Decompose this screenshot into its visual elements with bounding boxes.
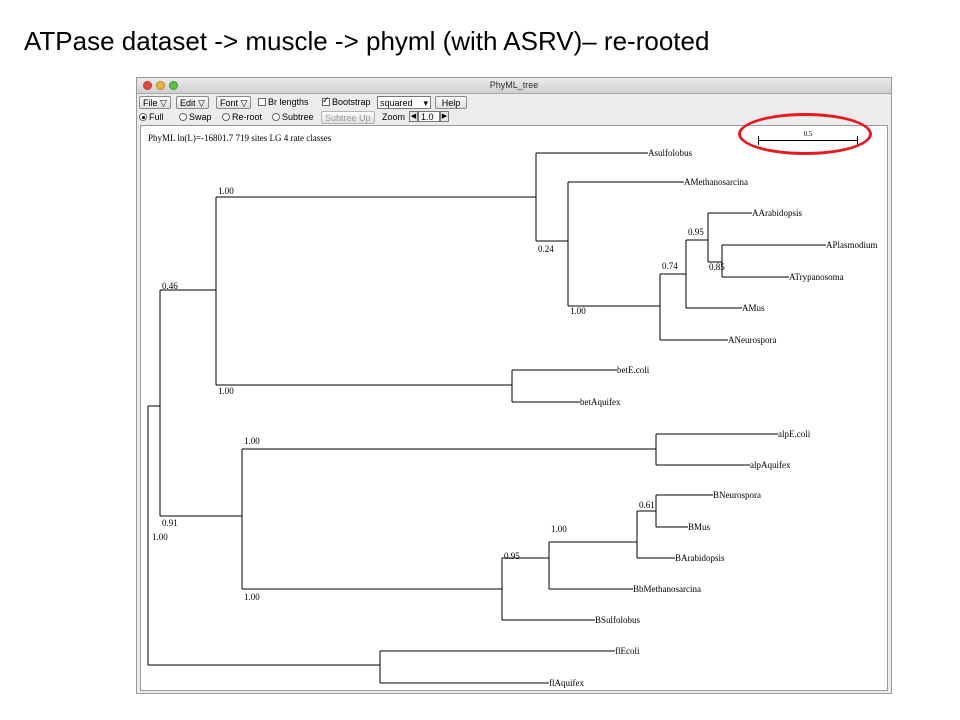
- bootstrap-label: 1.00: [570, 306, 586, 316]
- leaf-label: AArabidopsis: [752, 208, 802, 218]
- leaf-label: betE.coli: [617, 365, 650, 375]
- tree-style-select[interactable]: squared ▾: [377, 96, 431, 109]
- zoom-out-icon[interactable]: ◀: [409, 111, 418, 122]
- zoom-label: Zoom: [382, 112, 406, 122]
- radio-icon[interactable]: [179, 113, 187, 121]
- leaf-label: BMus: [688, 522, 711, 532]
- leaf-label: AMethanosarcina: [684, 177, 748, 187]
- minimize-icon[interactable]: [156, 81, 165, 90]
- radio-icon[interactable]: [222, 113, 230, 121]
- bootstrap-label: 1.00: [551, 524, 567, 534]
- bootstrap-label: 1.00: [218, 186, 234, 196]
- bootstrap-label: 1.00: [244, 592, 260, 602]
- leaf-label: ANeurospora: [728, 335, 777, 345]
- window-titlebar[interactable]: PhyML_tree: [137, 78, 891, 94]
- phyml-window: PhyML_tree File ▽ Edit ▽ Font ▽ Br lengt…: [136, 77, 892, 694]
- br-lengths-toggle[interactable]: Br lengths: [258, 96, 309, 109]
- leaf-label: BArabidopsis: [675, 553, 725, 563]
- bootstrap-label: 0.74: [662, 261, 678, 271]
- mode-reroot-label: Re-root: [232, 112, 263, 122]
- leaf-label: ATrypanosoma: [789, 272, 844, 282]
- zoom-input[interactable]: 1.0: [418, 111, 440, 122]
- bootstrap-label: 0.91: [162, 518, 178, 528]
- leaf-label: BNeurospora: [713, 490, 761, 500]
- leaf-label: flAquifex: [549, 678, 584, 688]
- leaf-label: Asulfolobus: [648, 148, 693, 158]
- bootstrap-toggle[interactable]: Bootstrap: [322, 95, 371, 109]
- likelihood-header: PhyML ln(L)=-16801.7 719 sites LG 4 rate…: [148, 133, 332, 143]
- mode-swap-label: Swap: [189, 112, 212, 122]
- tree-style-value: squared: [380, 98, 413, 108]
- edit-menu-button[interactable]: Edit ▽: [176, 96, 209, 109]
- leaf-label: alpAquifex: [750, 460, 791, 470]
- leaf-label: betAquifex: [580, 397, 621, 407]
- subtree-up-button[interactable]: Subtree Up: [321, 111, 375, 124]
- radio-icon[interactable]: [272, 113, 280, 121]
- bootstrap-label: 1.00: [152, 532, 168, 542]
- mode-subtree-label: Subtree: [282, 112, 314, 122]
- bootstrap-label: 1.00: [244, 436, 260, 446]
- bootstrap-label: 0.24: [538, 244, 554, 254]
- help-button[interactable]: Help: [435, 96, 467, 109]
- bootstrap-label: 0.46: [162, 281, 178, 291]
- leaf-label: BSulfolobus: [595, 615, 641, 625]
- maximize-icon[interactable]: [169, 81, 178, 90]
- mode-swap-radio[interactable]: Swap: [179, 111, 212, 124]
- window-title: PhyML_tree: [489, 80, 539, 90]
- file-menu-button[interactable]: File ▽: [139, 96, 171, 109]
- tree-canvas[interactable]: PhyML ln(L)=-16801.7 719 sites LG 4 rate…: [140, 125, 888, 691]
- bootstrap-checkbox[interactable]: [322, 95, 330, 107]
- mode-subtree-radio[interactable]: Subtree: [272, 111, 314, 124]
- bootstrap-label: 1.00: [218, 386, 234, 396]
- slide-title: ATPase dataset -> muscle -> phyml (with …: [24, 26, 710, 56]
- mode-full-label: Full: [149, 112, 164, 122]
- zoom-control[interactable]: ◀1.0▶: [409, 111, 449, 124]
- scale-bar-highlight-ellipse: [738, 113, 872, 155]
- br-lengths-label: Br lengths: [268, 97, 309, 107]
- leaf-label: alpE.coli: [778, 429, 811, 439]
- bootstrap-label: 0.85: [709, 262, 725, 272]
- leaf-label: BbMethanosarcina: [633, 584, 701, 594]
- mode-reroot-radio[interactable]: Re-root: [222, 111, 262, 124]
- bootstrap-label: Bootstrap: [332, 97, 371, 107]
- mode-full-radio[interactable]: Full: [139, 111, 164, 124]
- close-icon[interactable]: [143, 81, 152, 90]
- font-menu-button[interactable]: Font ▽: [216, 96, 252, 109]
- leaf-label: flEcoli: [615, 646, 640, 656]
- br-lengths-checkbox[interactable]: [258, 98, 266, 106]
- leaf-label: AMus: [742, 303, 765, 313]
- chevron-down-icon: ▾: [423, 98, 428, 108]
- leaf-label: APlasmodium: [826, 240, 878, 250]
- bootstrap-label: 0.61: [639, 500, 655, 510]
- radio-selected-icon[interactable]: [139, 113, 147, 121]
- zoom-in-icon[interactable]: ▶: [440, 111, 449, 122]
- bootstrap-label: 0.95: [504, 551, 520, 561]
- bootstrap-label: 0.95: [688, 227, 704, 237]
